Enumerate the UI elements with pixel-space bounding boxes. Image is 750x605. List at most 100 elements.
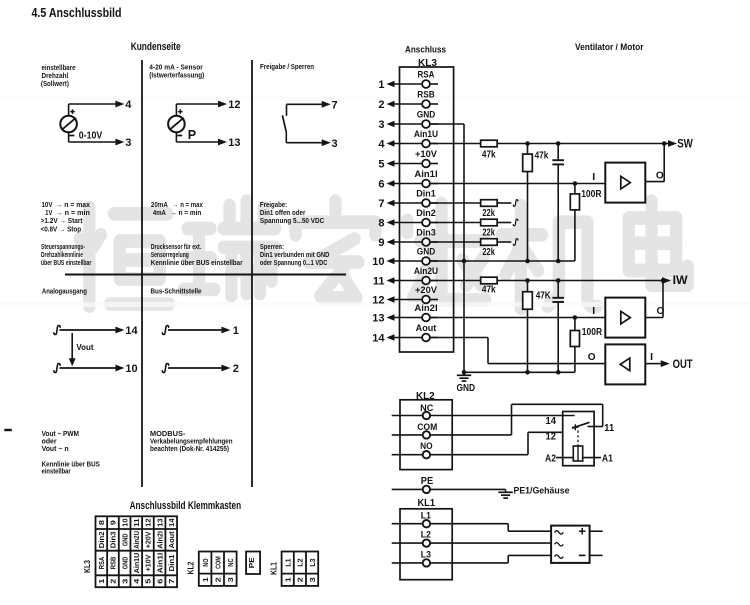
svg-text:KL3: KL3 [418, 58, 437, 69]
svg-text:O: O [657, 306, 665, 317]
svg-text:Din1 verbunden mit GND: Din1 verbunden mit GND [260, 252, 330, 259]
svg-text:3: 3 [378, 119, 384, 131]
svg-text:GND: GND [457, 382, 476, 394]
svg-text:13: 13 [372, 313, 384, 325]
svg-text:12: 12 [228, 99, 240, 111]
svg-text:Aout: Aout [416, 323, 437, 333]
svg-text:Vout ~ n: Vout ~ n [42, 446, 69, 453]
svg-text:Ventilator / Motor: Ventilator / Motor [575, 42, 644, 53]
svg-text:1: 1 [283, 577, 292, 582]
svg-text:O: O [656, 170, 664, 181]
svg-text:RSB: RSB [109, 557, 118, 570]
svg-text:11: 11 [373, 276, 385, 288]
svg-text:14: 14 [546, 416, 557, 427]
svg-text:47k: 47k [482, 285, 496, 296]
svg-text:GND: GND [120, 534, 129, 547]
svg-text:einstellbare: einstellbare [42, 65, 76, 72]
svg-text:3: 3 [332, 138, 338, 150]
svg-text:Ain2I: Ain2I [155, 531, 164, 549]
svg-text:1: 1 [97, 579, 106, 584]
svg-text:Din2: Din2 [97, 531, 106, 548]
svg-text:2: 2 [109, 579, 118, 584]
svg-text:Verkabelungsempfehlungen: Verkabelungsempfehlungen [150, 439, 233, 446]
svg-text:12: 12 [372, 295, 384, 307]
svg-text:13: 13 [155, 518, 164, 526]
svg-text:COM: COM [213, 556, 222, 569]
svg-text:3: 3 [120, 579, 129, 584]
svg-text:I: I [650, 351, 653, 363]
svg-text:47K: 47K [536, 291, 552, 302]
svg-text:4: 4 [125, 99, 132, 111]
svg-text:12: 12 [144, 518, 153, 526]
svg-text:Steuerspannungs-: Steuerspannungs- [41, 244, 85, 251]
svg-text:7: 7 [378, 198, 384, 210]
svg-text:PE: PE [247, 557, 256, 568]
svg-text:einstellbar: einstellbar [42, 469, 71, 476]
svg-text:NC: NC [226, 558, 235, 566]
svg-text:7: 7 [332, 100, 338, 112]
svg-text:Sensorregelung: Sensorregelung [151, 252, 189, 259]
svg-text:0-10V: 0-10V [79, 131, 103, 142]
svg-text:COM: COM [417, 422, 437, 433]
svg-text:I: I [592, 171, 595, 183]
svg-text:12: 12 [546, 432, 557, 443]
svg-text:Sperren:: Sperren: [260, 244, 284, 251]
svg-text:10: 10 [372, 256, 384, 268]
svg-text:KL2: KL2 [186, 561, 196, 574]
svg-text:Din3: Din3 [416, 228, 436, 238]
svg-text:RSA: RSA [418, 70, 435, 80]
svg-text:11: 11 [132, 518, 141, 526]
svg-text:4: 4 [378, 139, 385, 151]
svg-text:100R: 100R [581, 189, 602, 200]
svg-text:20mA: 20mA [151, 202, 168, 209]
svg-text:14: 14 [125, 325, 138, 337]
svg-text:10: 10 [120, 518, 129, 526]
svg-text:10V: 10V [42, 202, 53, 209]
svg-text:5: 5 [144, 579, 153, 584]
svg-text:→ n = min: → n = min [56, 210, 90, 217]
svg-text:Freigabe:: Freigabe: [260, 202, 287, 209]
svg-text:L1: L1 [283, 558, 292, 566]
svg-text:Bus-Schnittstelle: Bus-Schnittstelle [151, 289, 202, 296]
svg-text:NC: NC [420, 403, 433, 414]
svg-text:14: 14 [372, 333, 385, 345]
svg-text:Vout: Vout [76, 343, 94, 352]
svg-text:7: 7 [167, 579, 176, 584]
svg-text:KL1: KL1 [268, 562, 278, 575]
svg-text:→ n = max: → n = max [173, 202, 203, 209]
svg-text:4: 4 [132, 579, 141, 584]
svg-text:Ain2U: Ain2U [132, 531, 141, 549]
svg-text:A1: A1 [602, 454, 613, 465]
svg-text:6: 6 [155, 579, 164, 584]
svg-text:Din1: Din1 [416, 189, 436, 199]
svg-text:22k: 22k [482, 247, 495, 258]
svg-text:(Istwerterfassung): (Istwerterfassung) [149, 73, 204, 80]
svg-text:47k: 47k [535, 150, 549, 161]
svg-text:+20V: +20V [415, 285, 437, 295]
svg-text:3: 3 [308, 577, 317, 582]
svg-text:beachten (Dok-Nr. 414255): beachten (Dok-Nr. 414255) [150, 446, 229, 453]
svg-text:3: 3 [226, 577, 235, 582]
svg-text:Kundenseite: Kundenseite [131, 41, 181, 53]
svg-text:über BUS einstellbar: über BUS einstellbar [41, 260, 92, 267]
svg-text:Vout ~ PWM: Vout ~ PWM [42, 431, 80, 438]
svg-text:1V: 1V [45, 210, 52, 217]
svg-text:→ n = min: → n = min [171, 210, 202, 217]
svg-text:Ain1U: Ain1U [414, 129, 438, 139]
svg-text:oder Spannung 0...1 VDC: oder Spannung 0...1 VDC [260, 260, 327, 267]
svg-text:GND: GND [120, 557, 129, 570]
svg-text:Din2: Din2 [416, 208, 436, 218]
svg-text:→ n = max: → n = max [56, 202, 90, 209]
svg-text:+10V: +10V [144, 554, 153, 571]
svg-text:5: 5 [378, 159, 384, 171]
svg-text:13: 13 [228, 137, 240, 149]
svg-text:NO: NO [420, 441, 433, 452]
svg-text:Drucksensor für ext.: Drucksensor für ext. [151, 244, 201, 251]
svg-text:+10V: +10V [415, 149, 437, 159]
svg-text:(Sollwert): (Sollwert) [41, 81, 69, 88]
svg-text:4mA: 4mA [153, 210, 166, 217]
svg-text:MODBUS-: MODBUS- [150, 431, 186, 438]
svg-text:PE: PE [421, 476, 434, 487]
svg-text:SW: SW [677, 138, 693, 150]
svg-text:2: 2 [233, 363, 239, 375]
